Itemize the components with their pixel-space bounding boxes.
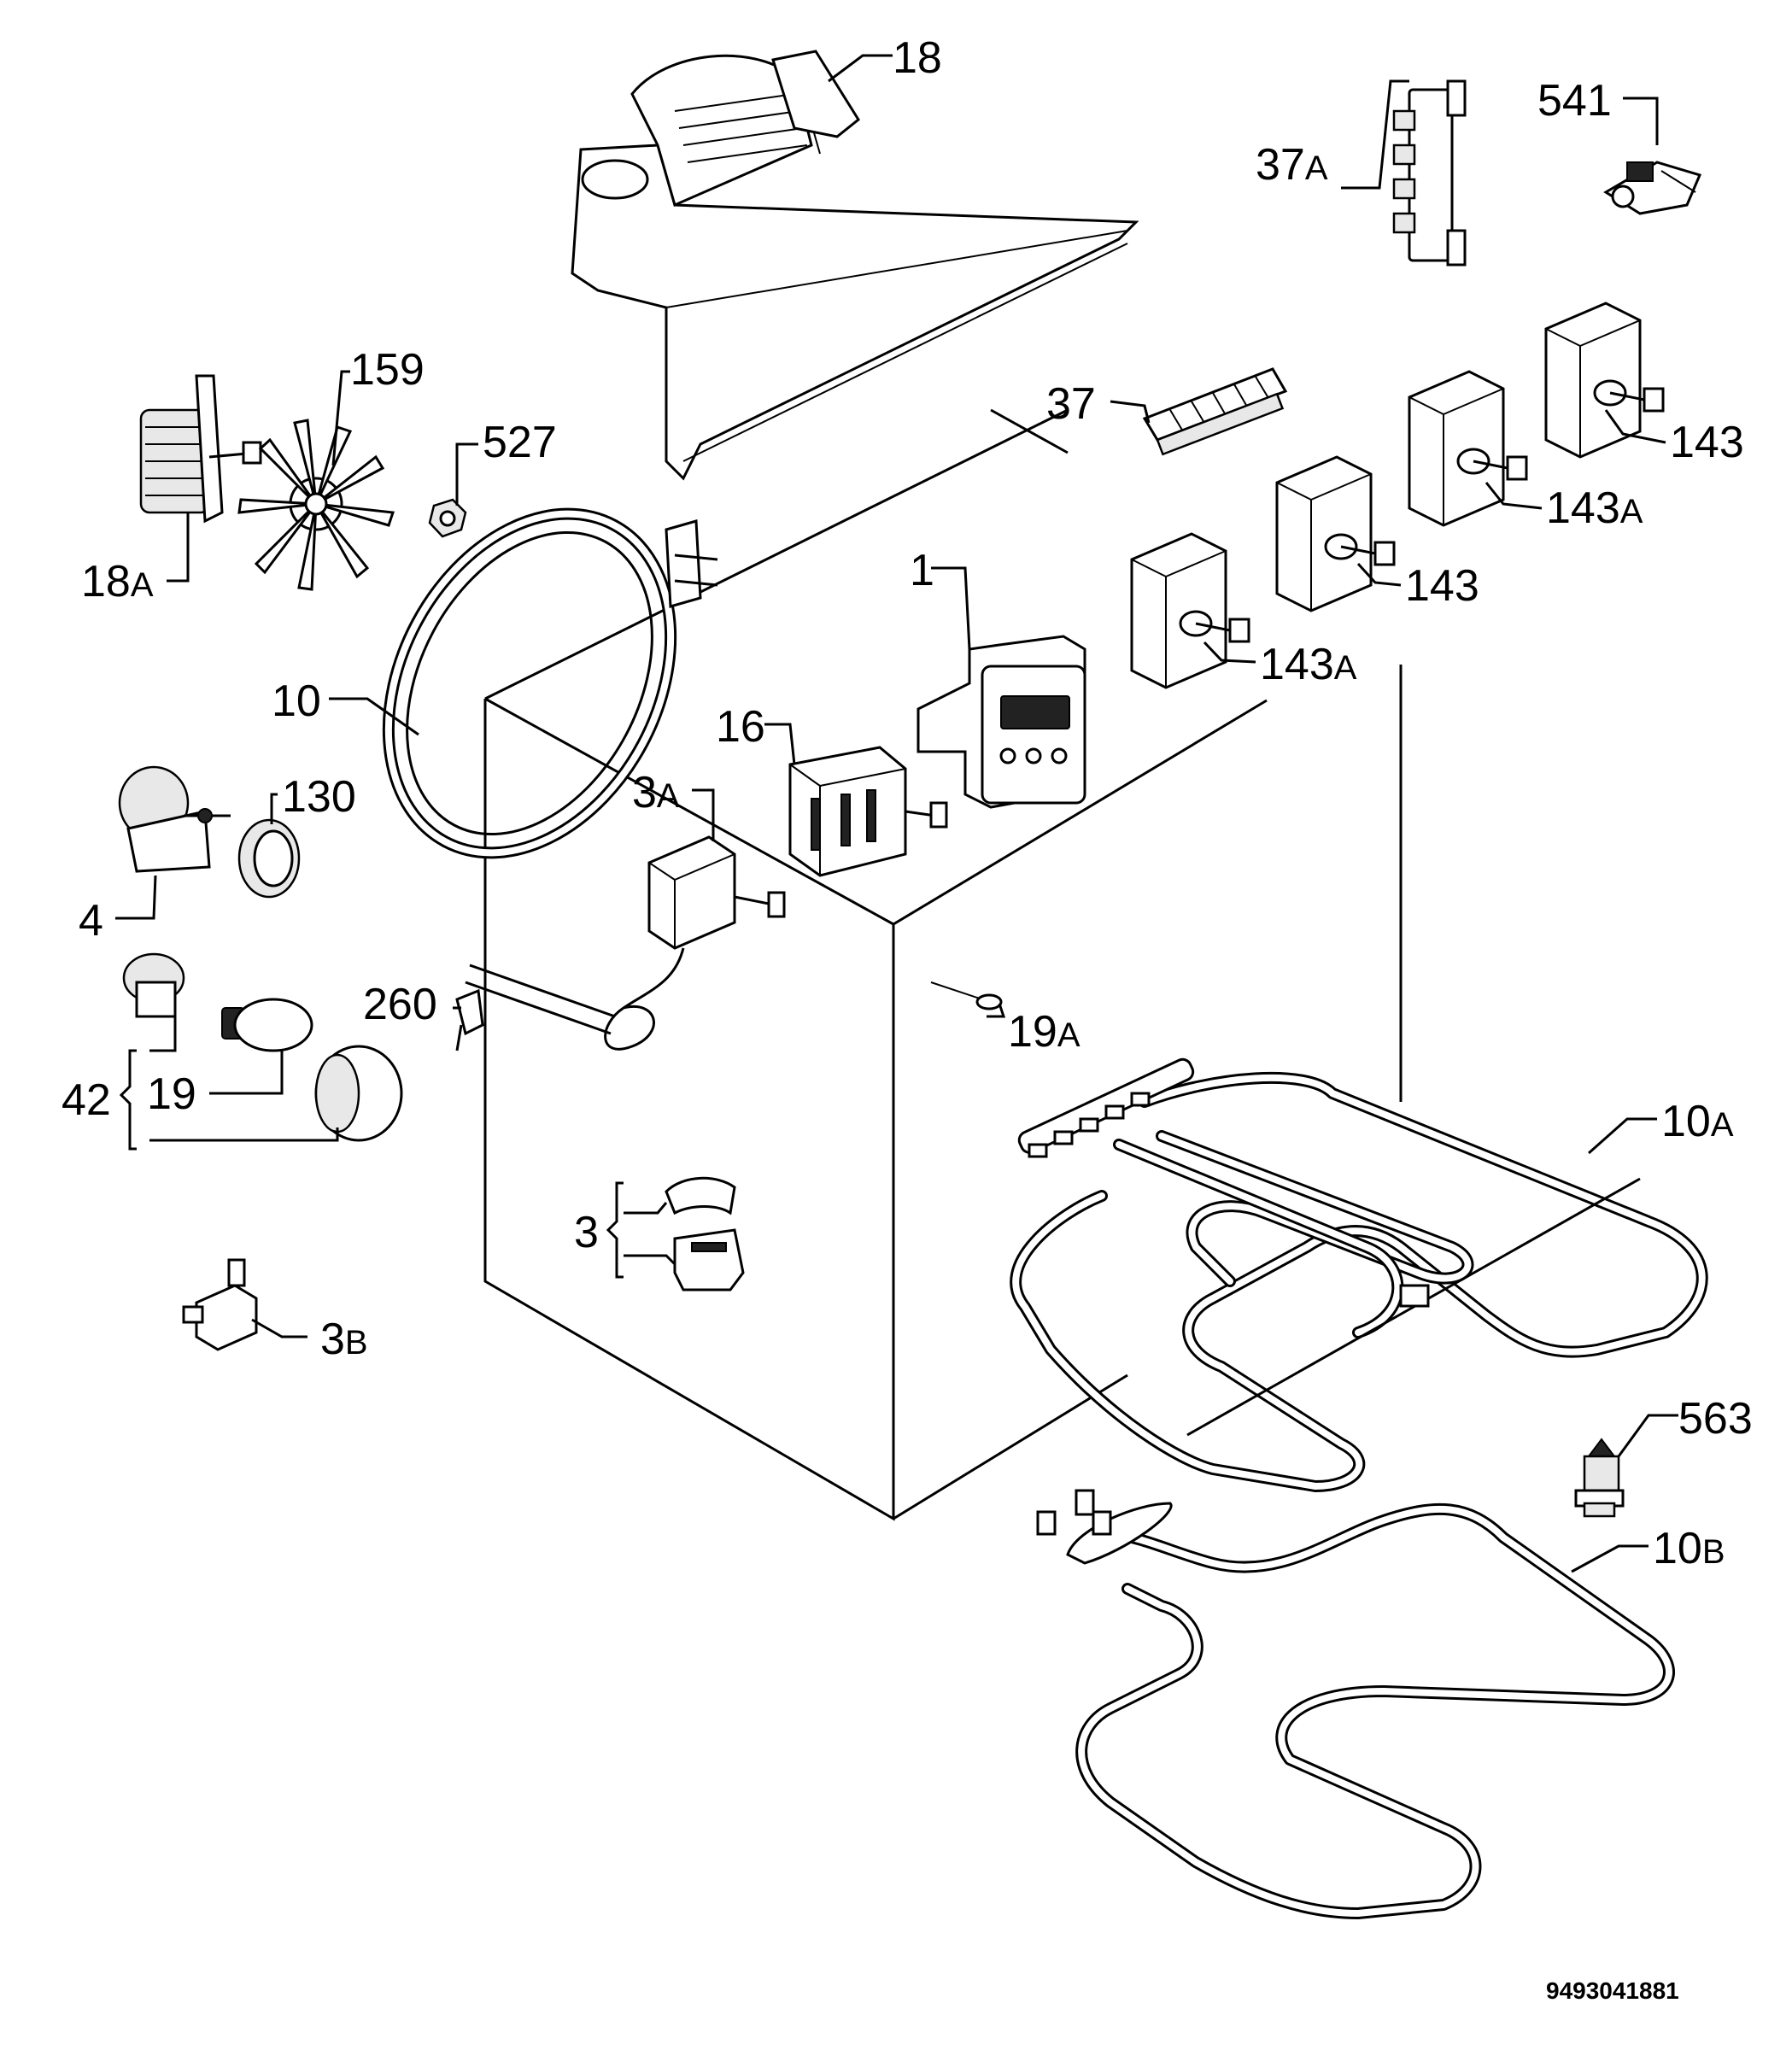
label-18a: 18A: [81, 557, 154, 606]
label-143-mid: 143: [1405, 561, 1479, 611]
bulb-19: [221, 998, 313, 1052]
label-527: 527: [483, 418, 557, 467]
label-10b: 10B: [1653, 1524, 1725, 1573]
label-563: 563: [1678, 1394, 1753, 1444]
grommet-130: [237, 818, 301, 899]
label-159: 159: [350, 345, 425, 395]
oven-cavity-outline: [483, 408, 1403, 1521]
label-19: 19: [147, 1069, 196, 1119]
clip-3-upper: [665, 1176, 736, 1215]
label-37a: 37A: [1256, 140, 1328, 190]
grill-element-10a: [1010, 1057, 1708, 1492]
label-3: 3: [574, 1208, 599, 1257]
label-541: 541: [1537, 76, 1612, 126]
label-10a: 10A: [1661, 1097, 1734, 1146]
energy-regulator-143a-mid: [1130, 532, 1250, 689]
leader-lines: [115, 54, 1678, 1573]
label-1: 1: [910, 546, 934, 595]
clip-3-lower: [673, 1228, 745, 1292]
fan-duct-housing: [571, 50, 1139, 481]
label-19a: 19A: [1008, 1007, 1080, 1057]
brackets: [119, 1049, 624, 1279]
label-4: 4: [79, 896, 103, 946]
connector-3b: [182, 1258, 258, 1351]
electronic-timer-1: [916, 635, 1086, 809]
part-labels: 18 37A 541 159 527 18A 37 143 143A 1 143…: [61, 33, 1753, 2004]
energy-regulator-143-top: [1544, 302, 1665, 459]
terminal-block-37a: [1392, 79, 1467, 266]
reference-number: 9493041881: [1546, 1977, 1679, 2004]
thermostat-3a: [465, 835, 786, 1051]
bottom-element-10b: [1036, 1489, 1675, 1919]
label-37: 37: [1046, 379, 1096, 429]
label-16: 16: [716, 702, 765, 752]
label-3b: 3B: [320, 1315, 368, 1364]
label-42: 42: [61, 1075, 111, 1125]
label-130: 130: [282, 772, 356, 822]
label-143a-top: 143A: [1546, 483, 1643, 533]
lamp-cover: [314, 1045, 403, 1142]
circular-heating-element-10: [382, 507, 718, 859]
terminal-block-37: [1142, 367, 1288, 456]
switch-541: [1603, 161, 1702, 215]
label-143a-mid: 143A: [1260, 640, 1357, 689]
lamp-holder: [122, 952, 185, 1018]
energy-regulator-143a-top: [1408, 370, 1528, 527]
label-3a: 3A: [632, 768, 680, 817]
label-18: 18: [893, 33, 942, 83]
fan-blade-159: [237, 419, 395, 591]
selector-switch-16: [788, 746, 948, 877]
stud-563: [1574, 1438, 1625, 1518]
clip-260: [455, 988, 484, 1051]
fan-motor-18a: [139, 374, 262, 524]
energy-regulator-143-mid: [1275, 455, 1396, 612]
sensor-19a: [930, 981, 1003, 1010]
nut-527: [428, 498, 467, 538]
motor-4: [118, 765, 231, 873]
label-260: 260: [363, 980, 437, 1029]
label-10: 10: [272, 676, 321, 726]
label-143-top: 143: [1670, 418, 1744, 467]
